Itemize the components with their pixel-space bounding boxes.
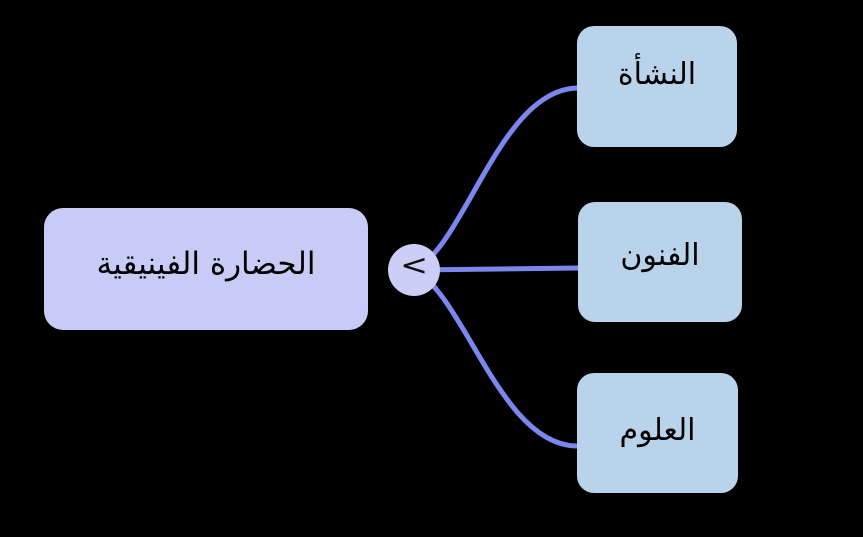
child-node-arts[interactable]: الفنون bbox=[578, 202, 742, 322]
connector-root-to-child-2 bbox=[411, 265, 581, 273]
child-node-sciences[interactable]: العلوم bbox=[577, 373, 738, 493]
collapse-toggle-button[interactable]: < bbox=[388, 244, 440, 296]
child-node-label: النشأة bbox=[617, 56, 697, 92]
child-node-label: الفنون bbox=[620, 238, 700, 274]
child-node-origin[interactable]: النشأة bbox=[577, 26, 737, 147]
child-node-label: العلوم bbox=[619, 413, 696, 449]
connector-root-to-child-3 bbox=[411, 267, 579, 449]
connector-root-to-child-1 bbox=[411, 85, 580, 273]
chevron-left-icon: < bbox=[400, 247, 428, 282]
root-node-label: الحضارة الفينيقية bbox=[96, 245, 316, 282]
root-node[interactable]: الحضارة الفينيقية bbox=[44, 208, 368, 330]
